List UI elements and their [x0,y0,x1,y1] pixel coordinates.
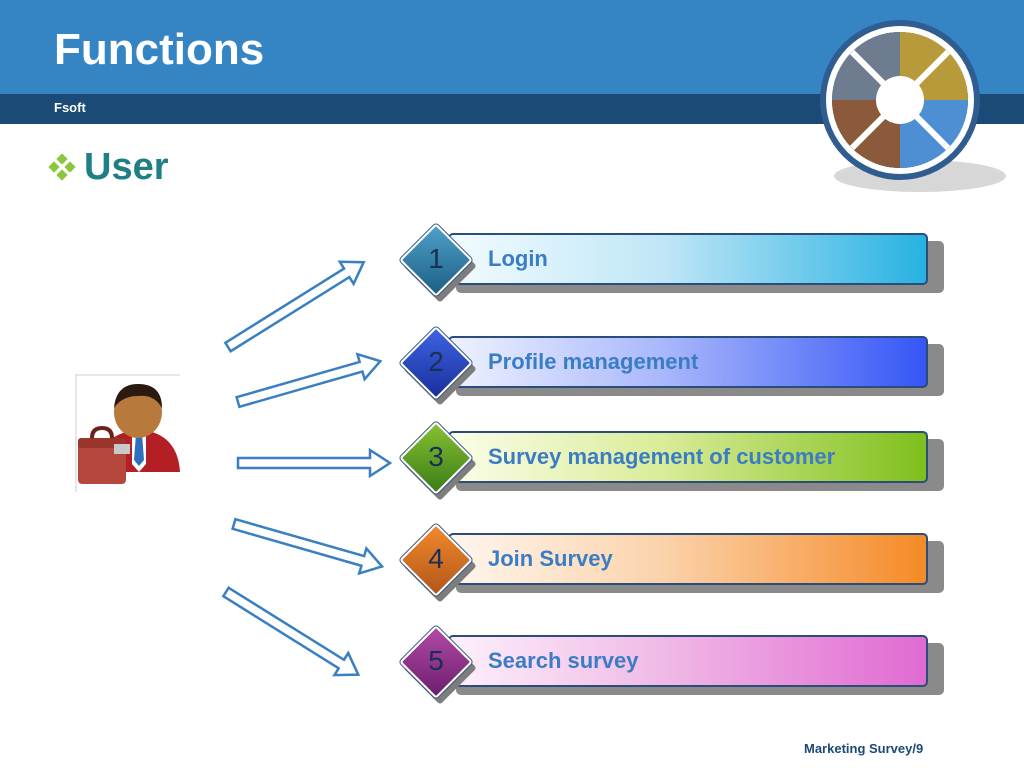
user-avatar-icon [75,374,180,492]
function-bar [448,635,928,687]
arrow-icon [231,517,385,576]
slide-title: Functions [54,25,265,74]
number-diamond: 2 [398,325,478,406]
footer-page-label: Marketing Survey/9 [804,741,924,756]
item-number: 3 [428,441,444,472]
arrow-icon [223,260,366,353]
function-label: Search survey [488,648,639,673]
function-bar [448,431,928,483]
number-diamond: 1 [398,222,478,303]
item-number: 5 [428,645,444,676]
function-item-login[interactable]: 1 Login [398,222,948,303]
function-label: Join Survey [488,546,613,571]
arrow-icon [236,447,393,479]
function-item-search-survey[interactable]: 5 Search survey [398,624,948,705]
item-number: 4 [428,543,444,574]
number-diamond: 5 [398,624,478,705]
logo-emblem-icon [820,20,1006,192]
item-number: 1 [428,243,444,274]
function-bar [448,533,928,585]
function-item-profile-management[interactable]: 2 Profile management [398,325,948,406]
number-diamond: 4 [398,522,478,603]
function-item-survey-management[interactable]: 3 Survey management of customer [398,420,948,501]
function-label: Login [488,246,548,271]
function-item-join-survey[interactable]: 4 Join Survey [398,522,948,603]
item-number: 2 [428,346,444,377]
section-heading: User [84,146,169,188]
number-diamond: 3 [398,420,478,501]
function-label: Survey management of customer [488,444,836,469]
company-label: Fsoft [54,100,86,115]
diamond-bullet-icon [48,154,76,181]
arrow-icon [235,352,383,409]
function-bar [448,233,928,285]
arrow-icon [221,586,361,677]
function-bar [448,336,928,388]
function-label: Profile management [488,349,699,374]
